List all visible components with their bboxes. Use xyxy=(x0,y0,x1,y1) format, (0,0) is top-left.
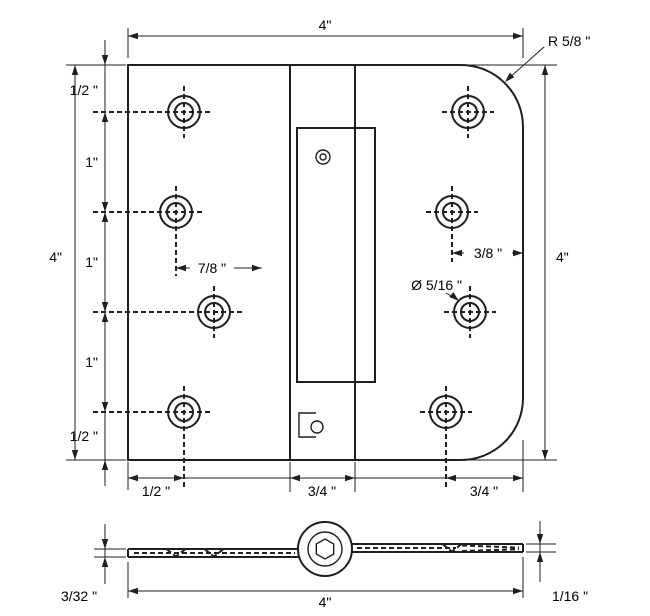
dim-label-chain-one-1: 1" xyxy=(85,154,98,170)
dim-label-chain-one-3: 1" xyxy=(85,354,98,370)
dim-label-left-height: 4" xyxy=(49,249,62,265)
screw-hole xyxy=(444,286,496,338)
dim-top-width: 4" xyxy=(127,17,524,58)
screw-hole xyxy=(93,386,212,488)
adjuster-hole xyxy=(310,420,324,434)
dim-label-edge-width: 4" xyxy=(319,594,332,610)
hex-socket xyxy=(315,538,335,560)
dim-label-top-width: 4" xyxy=(319,17,332,33)
knuckle-barrel xyxy=(297,521,353,577)
dim-right-height: 4" xyxy=(467,64,569,461)
plan-view xyxy=(93,64,524,488)
dim-label-right-height: 4" xyxy=(556,249,569,265)
edge-view xyxy=(127,521,524,577)
adjuster-bracket xyxy=(298,412,316,438)
dim-label-corner-radius: R 5/8 " xyxy=(548,33,590,49)
dim-label-bottom-34-b: 3/4 " xyxy=(470,483,498,499)
screw-hole xyxy=(93,186,204,276)
dim-leaf-thickness: 3/32 " xyxy=(61,524,126,604)
screw-hole xyxy=(93,286,242,338)
dim-left-chain: 1/2 " 1" 1" 1" 1/2 " xyxy=(66,40,126,486)
dim-tip-thickness: 1/16 " xyxy=(526,521,588,604)
dim-label-right-hole-offset: 3/8 " xyxy=(474,245,502,261)
dim-label-chain-one-2: 1" xyxy=(85,254,98,270)
pin-hole-inner xyxy=(319,153,327,161)
screw-hole xyxy=(426,186,478,262)
plan-dimensions: 4" R 5/8 " 1/2 " 1" 1" 1" 1/2 " xyxy=(49,17,590,499)
screw-hole xyxy=(420,386,472,488)
dim-label-leaf-thickness: 3/32 " xyxy=(61,588,97,604)
dim-left-height: 4" xyxy=(49,65,79,460)
dim-label-hole-offset: 7/8 " xyxy=(198,260,226,276)
dim-corner-radius: R 5/8 " xyxy=(502,33,590,85)
hinge-outline xyxy=(127,64,524,461)
dim-hole-offset: 7/8 " xyxy=(176,260,262,276)
dim-bottom-chain: 1/2 " 3/4 " 3/4 " xyxy=(127,440,524,499)
spring-housing xyxy=(296,127,376,383)
pin-hole-outer xyxy=(315,149,331,165)
dim-label-hole-diameter: Ø 5/16 " xyxy=(411,277,462,293)
knuckle-ring xyxy=(307,531,343,567)
dim-label-bottom-half: 1/2 " xyxy=(142,483,170,499)
screw-hole xyxy=(93,86,212,138)
dim-label-chain-half-top: 1/2 " xyxy=(70,82,98,98)
screw-hole xyxy=(442,86,494,138)
edge-dimensions: 3/32 " 4" 1/16 " xyxy=(61,521,588,610)
dim-label-bottom-34-a: 3/4 " xyxy=(308,483,336,499)
dim-label-tip-thickness: 1/16 " xyxy=(552,588,588,604)
dim-right-hole-offset: 3/8 " xyxy=(452,245,523,261)
dim-label-chain-half-bottom: 1/2 " xyxy=(70,428,98,444)
dim-hole-diameter: Ø 5/16 " xyxy=(411,277,462,304)
dim-edge-width: 4" xyxy=(127,557,524,610)
